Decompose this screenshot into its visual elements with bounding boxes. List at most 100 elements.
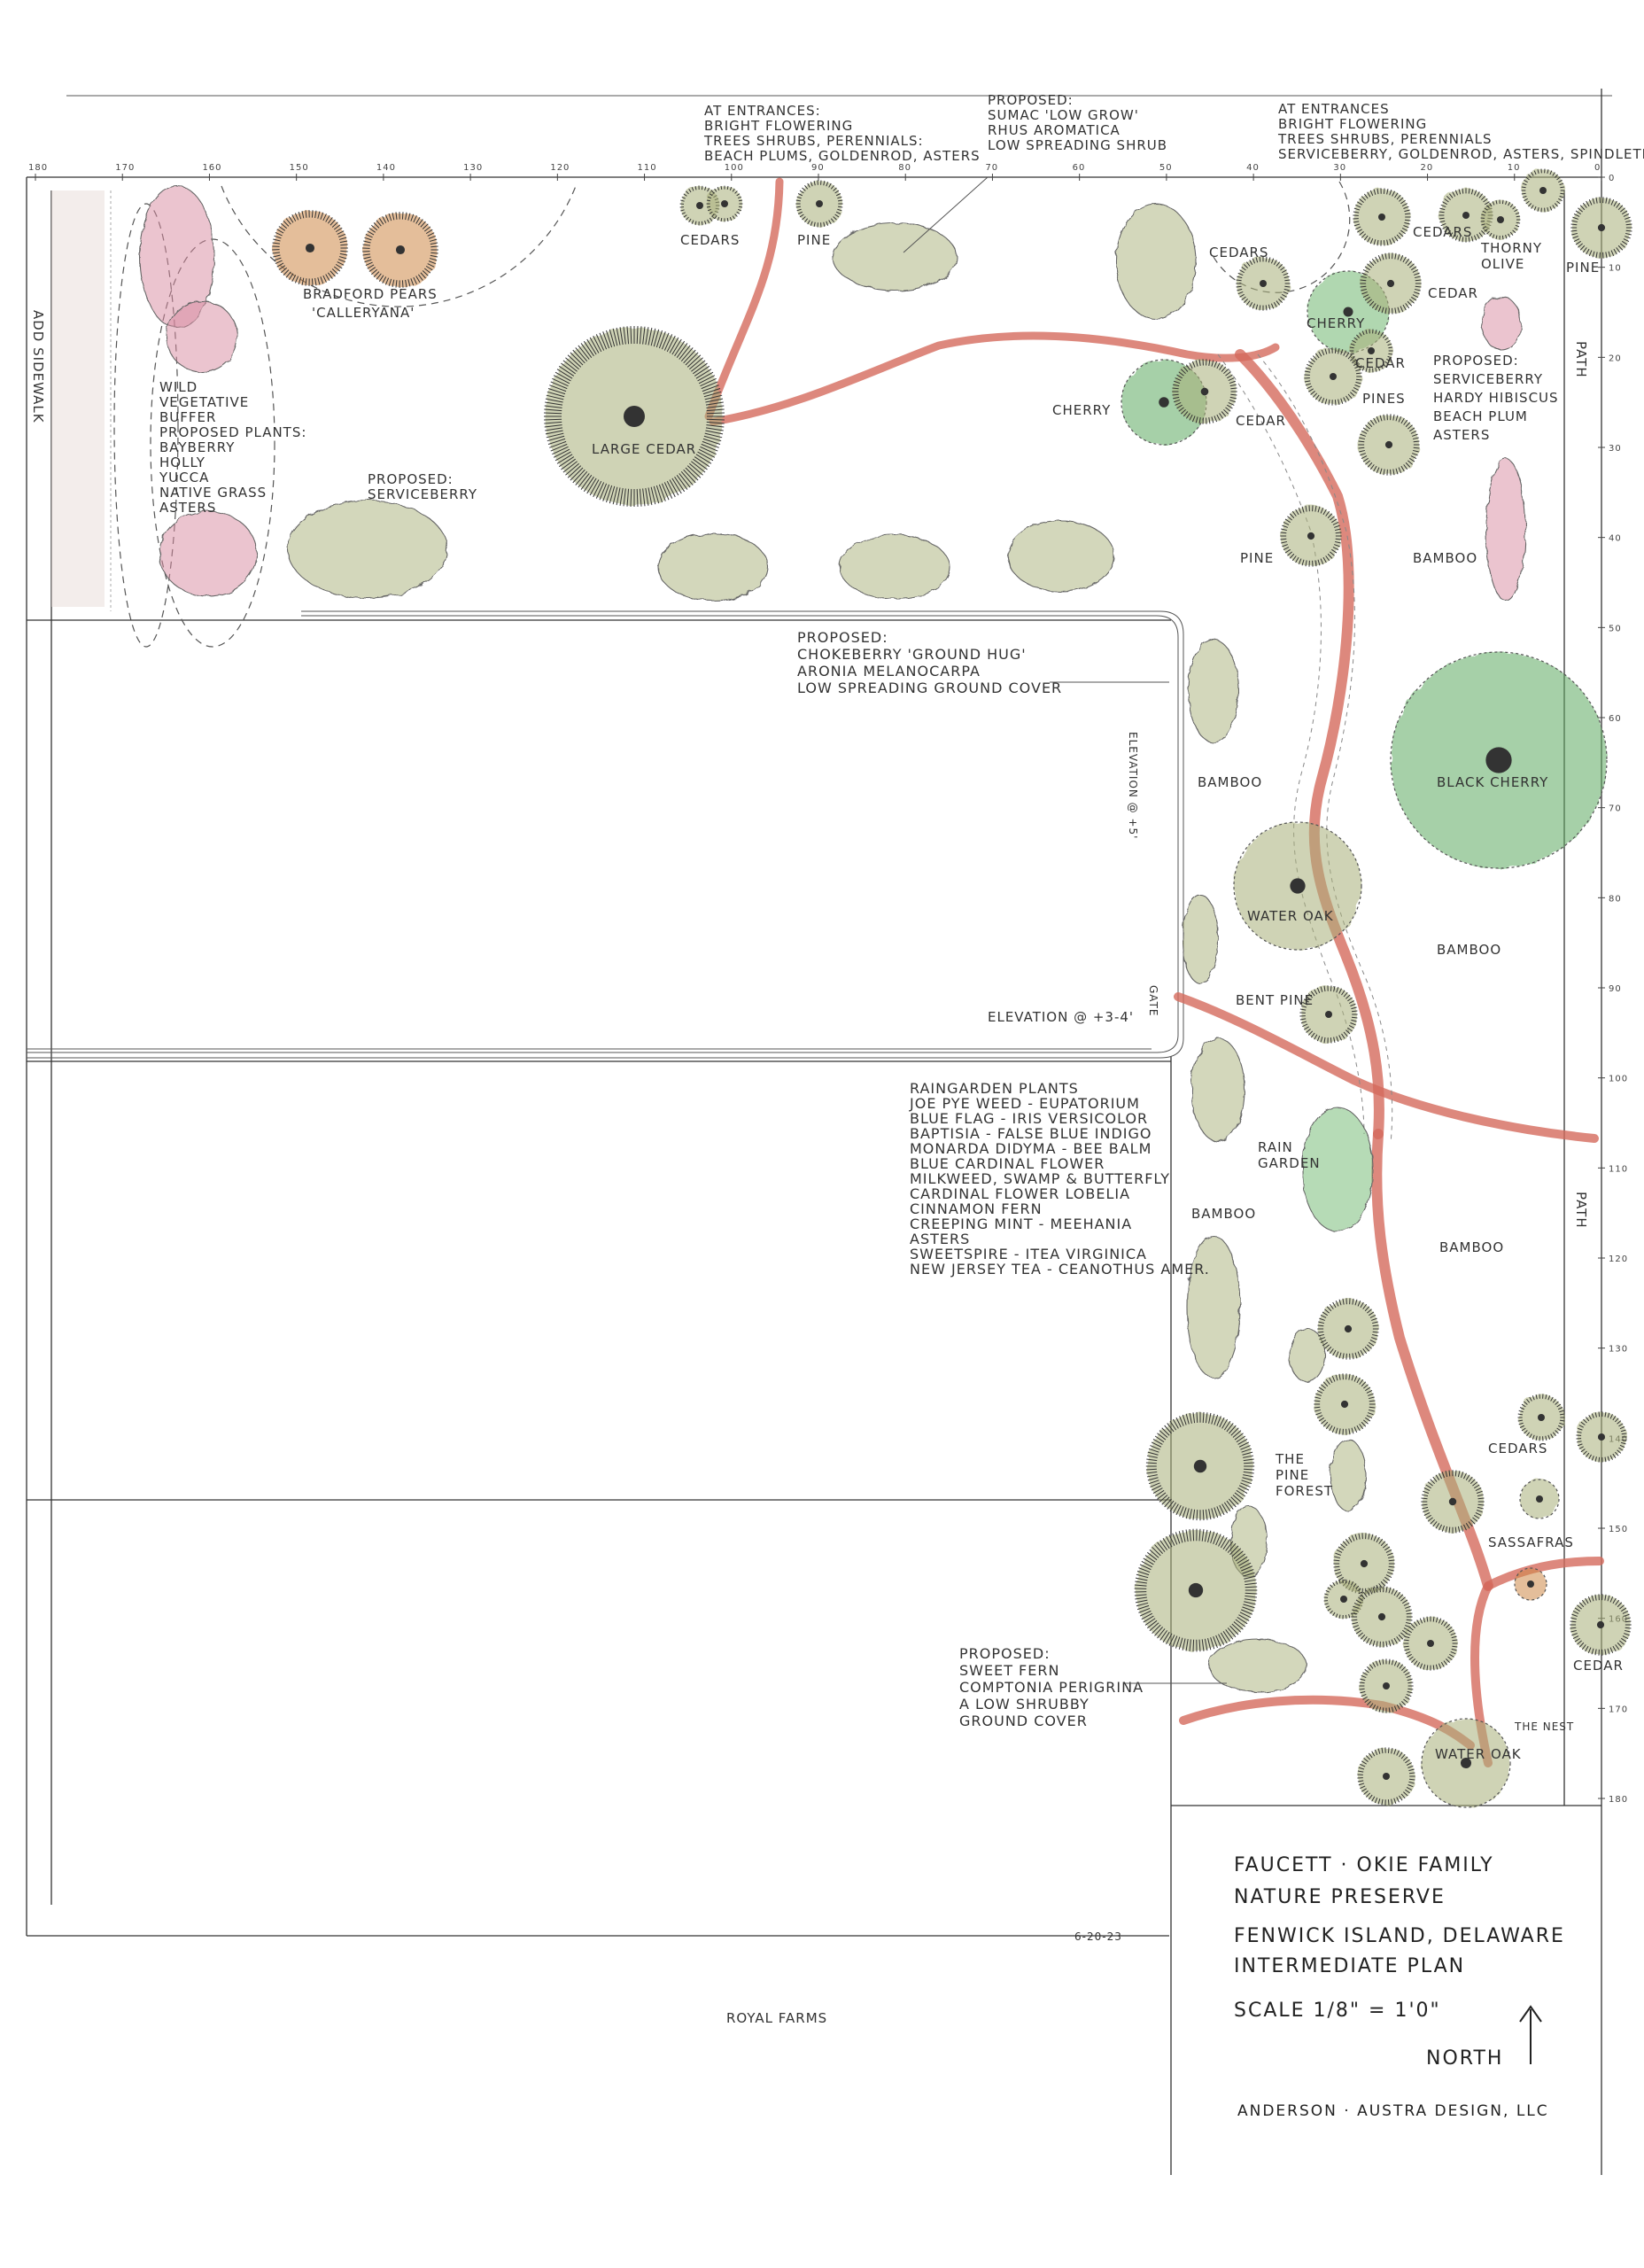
label-line: BLUE CARDINAL FLOWER [910, 1155, 1105, 1172]
tick-label: 70 [985, 163, 998, 173]
label-line: AT ENTRANCES: [704, 103, 821, 119]
tree-icon [1514, 1567, 1547, 1601]
label-pine-mid: PINE [1240, 550, 1274, 566]
tree-icon [1299, 985, 1358, 1044]
title-north: NORTH [1426, 2047, 1503, 2070]
shrub-icon [1115, 203, 1197, 320]
tree-icon [1304, 347, 1362, 406]
label-line: VEGETATIVE [159, 394, 249, 410]
label-line: SWEETSPIRE - ITEA VIRGINICA [910, 1246, 1147, 1262]
tree-icon [1421, 1470, 1485, 1534]
label-line: RHUS AROMATICA [988, 122, 1121, 138]
tick-label: 120 [1609, 1254, 1628, 1264]
label-line: RAIN [1258, 1139, 1293, 1155]
label-elevation-side: ELEVATION @ +5' [1127, 732, 1139, 839]
tree-icon [1353, 188, 1411, 246]
tick-label: 90 [1609, 984, 1622, 994]
title-block: FAUCETT · OKIE FAMILY NATURE PRESERVE FE… [1234, 1854, 1565, 2120]
label-water-oak-lower: WATER OAK [1435, 1746, 1522, 1762]
label-line: ARONIA MELANOCARPA [797, 663, 981, 680]
title-scale: SCALE 1/8" = 1'0" [1234, 2000, 1441, 2022]
tick-label: 30 [1333, 163, 1346, 173]
label-calleryana: 'CALLERYANA' [312, 305, 415, 321]
shrub-icon [1301, 1107, 1374, 1232]
title-line2: NATURE PRESERVE [1234, 1886, 1446, 1908]
label-line: ASTERS [1433, 427, 1490, 443]
label-line: SERVICEBERRY, GOLDENROD, ASTERS, SPINDLE… [1278, 146, 1644, 162]
tree-icon [795, 180, 843, 228]
label-serviceberry-left: PROPOSED:SERVICEBERRY [368, 471, 477, 502]
tree-icon [362, 212, 438, 288]
shrub-icon [1188, 639, 1239, 743]
tree-icon [272, 210, 348, 286]
label-line: CARDINAL FLOWER LOBELIA [910, 1185, 1130, 1202]
label-line: MILKWEED, SWAMP & BUTTERFLY [910, 1170, 1170, 1187]
label-line: PROPOSED PLANTS: [159, 424, 306, 440]
label-line: HARDY HIBISCUS [1433, 390, 1559, 406]
tick-label: 60 [1609, 714, 1622, 724]
label-the-nest: THE NEST [1514, 1720, 1574, 1733]
label-cedar-lower: CEDAR [1573, 1658, 1624, 1674]
tree-icon [1357, 1747, 1415, 1806]
shrub-icon [1208, 1638, 1307, 1693]
label-path-lower: PATH [1573, 1192, 1589, 1229]
label-line: PROPOSED: [959, 1645, 1051, 1662]
shrub-icon [1190, 1037, 1245, 1142]
label-line: PROPOSED: [797, 629, 888, 646]
tick-label: 100 [1609, 1075, 1628, 1084]
tree-icon [1317, 1298, 1379, 1360]
label-cedar-mid: CEDAR [1236, 413, 1286, 429]
shrub-icon [839, 534, 950, 600]
label-line: TREES SHRUBS, PERENNIALS [1277, 131, 1493, 147]
north-arrow-icon [1519, 2005, 1542, 2064]
label-line: HOLLY [159, 454, 206, 470]
label-black-cherry: BLACK CHERRY [1437, 774, 1548, 790]
label-line: OLIVE [1481, 256, 1524, 272]
tick-label: 100 [725, 163, 744, 173]
label-line: CHOKEBERRY 'GROUND HUG' [797, 646, 1027, 663]
shrub-icon [832, 222, 958, 291]
tick-label: 180 [28, 163, 48, 173]
tick-label: 170 [1609, 1705, 1628, 1714]
label-line: BRIGHT FLOWERING [704, 118, 853, 134]
buffer-strip [51, 190, 112, 611]
shrub-icon [166, 300, 238, 373]
label-line: A LOW SHRUBBY [959, 1696, 1090, 1713]
label-cedars-upper: CEDARS [1413, 224, 1472, 240]
label-line: BUFFER [159, 409, 216, 425]
label-gate: GATE [1147, 985, 1159, 1017]
label-bamboo-3: BAMBOO [1437, 942, 1501, 958]
walking-paths [704, 177, 1604, 1767]
label-line: SERVICEBERRY [368, 486, 477, 502]
title-line3: FENWICK ISLAND, DELAWARE [1234, 1925, 1565, 1947]
label-cedars-top: CEDARS [680, 232, 740, 248]
label-line: MONARDA DIDYMA - BEE BALM [910, 1140, 1152, 1157]
tick-label: 40 [1246, 163, 1260, 173]
tick-label: 10 [1508, 163, 1521, 173]
tree-icon [1358, 414, 1420, 476]
label-line: CINNAMON FERN [910, 1200, 1043, 1217]
label-path-upper: PATH [1573, 341, 1589, 378]
tree-icon [1521, 168, 1565, 213]
tree-icon [1236, 256, 1291, 311]
label-cedars-lower: CEDARS [1488, 1441, 1547, 1456]
tick-label: 150 [290, 163, 309, 173]
shrub-icon [1186, 1235, 1241, 1379]
shrub-icon [287, 500, 448, 599]
shrub-icon [1289, 1328, 1326, 1383]
tree-icon [1233, 821, 1362, 951]
tree-icon [1333, 1533, 1395, 1595]
label-line: ASTERS [159, 500, 216, 516]
title-firm: ANDERSON · AUSTRA DESIGN, LLC [1237, 2102, 1549, 2120]
label-line: LOW SPREADING GROUND COVER [797, 680, 1062, 696]
shrub-icon [1485, 458, 1526, 602]
tick-label: 110 [638, 163, 657, 173]
label-line: NEW JERSEY TEA - CEANOTHUS AMER. [910, 1261, 1210, 1278]
tick-label: 60 [1073, 163, 1086, 173]
tree-icon [1570, 1594, 1632, 1656]
